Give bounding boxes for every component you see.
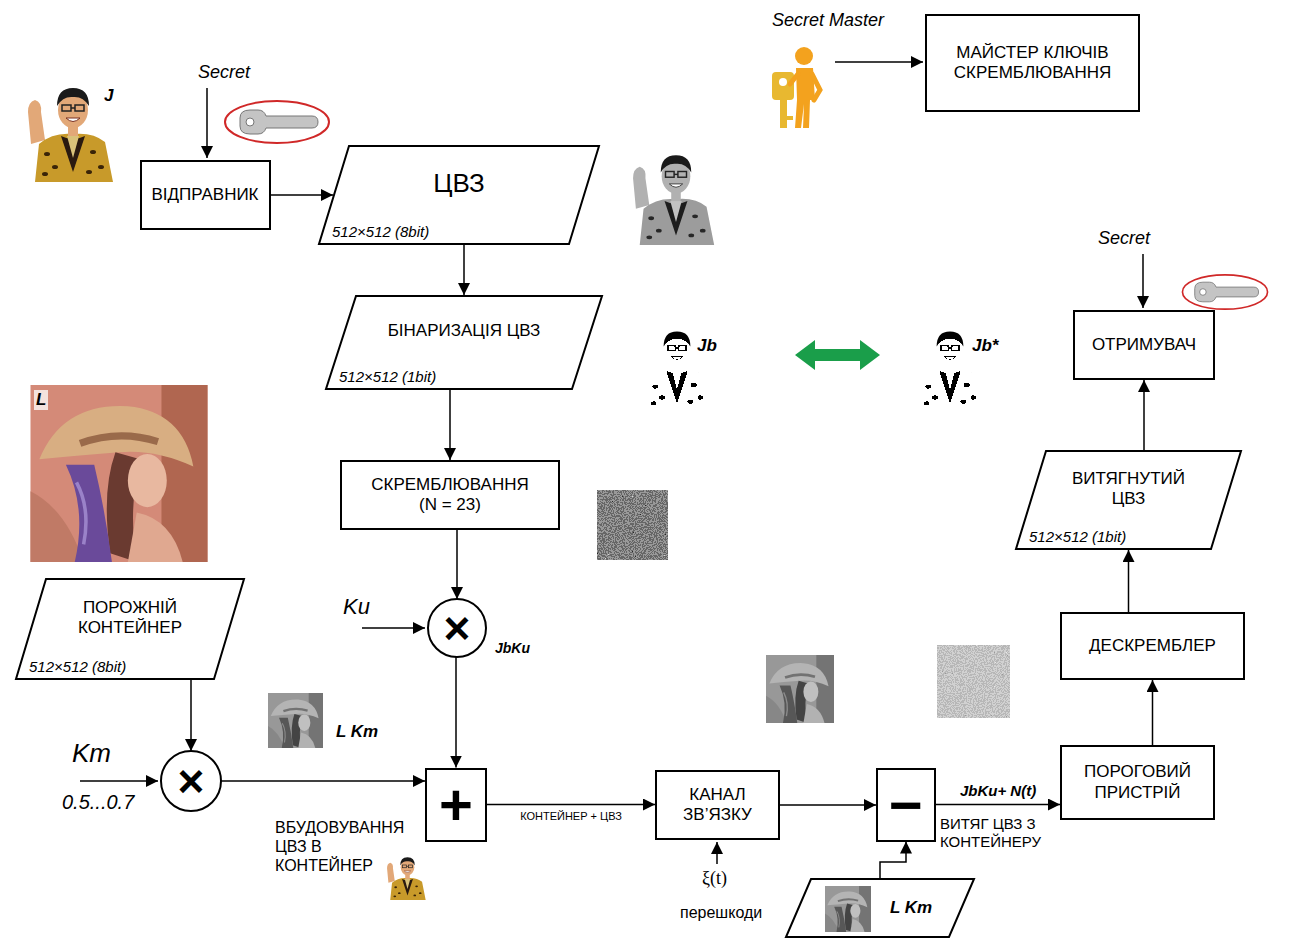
data-parallelogram: L Km: [785, 878, 975, 938]
annotation-label: Secret Master: [772, 10, 884, 32]
process-box: ДЕСКРЕМБЛЕР: [1060, 612, 1245, 680]
annotation-label: JbKu: [495, 640, 530, 657]
annotation-label: Jb*: [972, 336, 998, 356]
data-parallelogram: ПОРОЖНІЙ КОНТЕЙНЕР 512×512 (8bit): [15, 578, 245, 680]
box-label: ЦВЗ: [433, 168, 484, 199]
flow-arrow: [463, 245, 465, 295]
box-label: ВІДПРАВНИК: [151, 185, 258, 205]
process-box: КАНАЛ ЗВ’ЯЗКУ: [655, 770, 780, 840]
flow-arrow: [1143, 380, 1145, 450]
box-label: ДЕСКРЕМБЛЕР: [1089, 636, 1216, 656]
process-box: ПОРОГОВИЙ ПРИСТРІЙ: [1060, 745, 1215, 820]
flow-arrow: [190, 680, 192, 751]
data-parallelogram: ВИТЯГНУТИЙ ЦВЗ 512×512 (1bit): [1015, 450, 1242, 550]
annotation-label: Secret: [198, 62, 250, 84]
annotation-label: перешкоди: [680, 903, 762, 922]
node-content: −: [876, 768, 936, 842]
data-parallelogram: БІНАРИЗАЦІЯ ЦВЗ 512×512 (1bit): [325, 295, 603, 390]
box-label: ПОРОЖНІЙ КОНТЕЙНЕР: [78, 598, 182, 639]
annotation-label: Jb: [697, 336, 717, 356]
flow-arrow: [780, 804, 876, 806]
box-label: БІНАРИЗАЦІЯ ЦВЗ: [388, 321, 541, 341]
node-content: ×: [160, 750, 222, 812]
data-size-note: 512×512 (1bit): [339, 368, 436, 386]
flow-arrow: [456, 530, 458, 599]
flow-arrow: [271, 194, 334, 196]
process-box: ОТРИМУВАЧ: [1073, 310, 1215, 380]
node-outline: [785, 878, 975, 938]
annotation-label: Secret: [1098, 228, 1150, 250]
flow-arrow: [1128, 550, 1130, 612]
annotation-label: 0.5...0.7: [62, 790, 134, 814]
annotation-label: ВИТЯГ ЦВЗ З КОНТЕЙНЕРУ: [940, 815, 1065, 851]
node-content: L Km: [785, 878, 975, 938]
box-label: МАЙСТЕР КЛЮЧІВ СКРЕМБЛЮВАННЯ: [954, 43, 1111, 84]
flow-arrow: [936, 804, 1060, 806]
annotation-label: ξ(t): [702, 868, 727, 890]
box-label: L Km: [890, 898, 932, 918]
annotation-label: J: [104, 86, 113, 106]
annotation-label: Km: [72, 738, 111, 769]
annotation-label: Ku: [343, 594, 370, 620]
node-content: ВІДПРАВНИК: [140, 160, 271, 230]
box-label: ВИТЯГНУТИЙ ЦВЗ: [1053, 469, 1204, 510]
node-content: ОТРИМУВАЧ: [1073, 310, 1215, 380]
box-label: ОТРИМУВАЧ: [1092, 335, 1196, 355]
operator-symbol: ×: [178, 758, 205, 804]
multiplier-circle: ×: [160, 750, 222, 812]
node-content: +: [425, 768, 487, 842]
node-content: СКРЕМБЛЮВАННЯ (N = 23): [340, 460, 560, 530]
node-content: ×: [427, 598, 487, 658]
box-label: СКРЕМБЛЮВАННЯ (N = 23): [360, 475, 540, 516]
annotation-label: L: [34, 390, 48, 410]
flow-arrow: [221, 780, 425, 782]
adder-box: +: [425, 768, 487, 842]
flow-arrow: [487, 804, 655, 806]
node-content: МАЙСТЕР КЛЮЧІВ СКРЕМБЛЮВАННЯ: [925, 14, 1140, 112]
operator-symbol: +: [439, 776, 473, 834]
operator-symbol: ×: [444, 605, 471, 651]
process-box: ВІДПРАВНИК: [140, 160, 271, 230]
edge-label: КОНТЕЙНЕР + ЦВЗ: [517, 810, 625, 823]
data-parallelogram: ЦВЗ 512×512 (8bit): [318, 145, 600, 245]
data-size-note: 512×512 (8bit): [332, 223, 429, 241]
data-size-note: 512×512 (8bit): [29, 658, 126, 676]
flow-arrow: [880, 842, 906, 879]
annotation-label: L Km: [336, 722, 378, 742]
flow-arrow: [449, 390, 451, 460]
box-label: КАНАЛ ЗВ’ЯЗКУ: [683, 785, 752, 826]
box-label: ПОРОГОВИЙ ПРИСТРІЙ: [1084, 762, 1191, 803]
node-content: КАНАЛ ЗВ’ЯЗКУ: [655, 770, 780, 840]
data-size-note: 512×512 (1bit): [1029, 528, 1126, 546]
process-box: МАЙСТЕР КЛЮЧІВ СКРЕМБЛЮВАННЯ: [925, 14, 1140, 112]
process-box: СКРЕМБЛЮВАННЯ (N = 23): [340, 460, 560, 530]
node-content: ПОРОГОВИЙ ПРИСТРІЙ: [1060, 745, 1215, 820]
multiplier-circle: ×: [427, 598, 487, 658]
subtractor-box: −: [876, 768, 936, 842]
flow-arrow: [1152, 680, 1154, 745]
node-content: ДЕСКРЕМБЛЕР: [1060, 612, 1245, 680]
operator-symbol: −: [889, 776, 923, 834]
annotation-label: ВБУДОВУВАННЯ ЦВЗ В КОНТЕЙНЕР: [275, 818, 404, 876]
flow-arrow: [455, 657, 457, 768]
edge-label: JbKu+ N(t): [957, 782, 1039, 800]
